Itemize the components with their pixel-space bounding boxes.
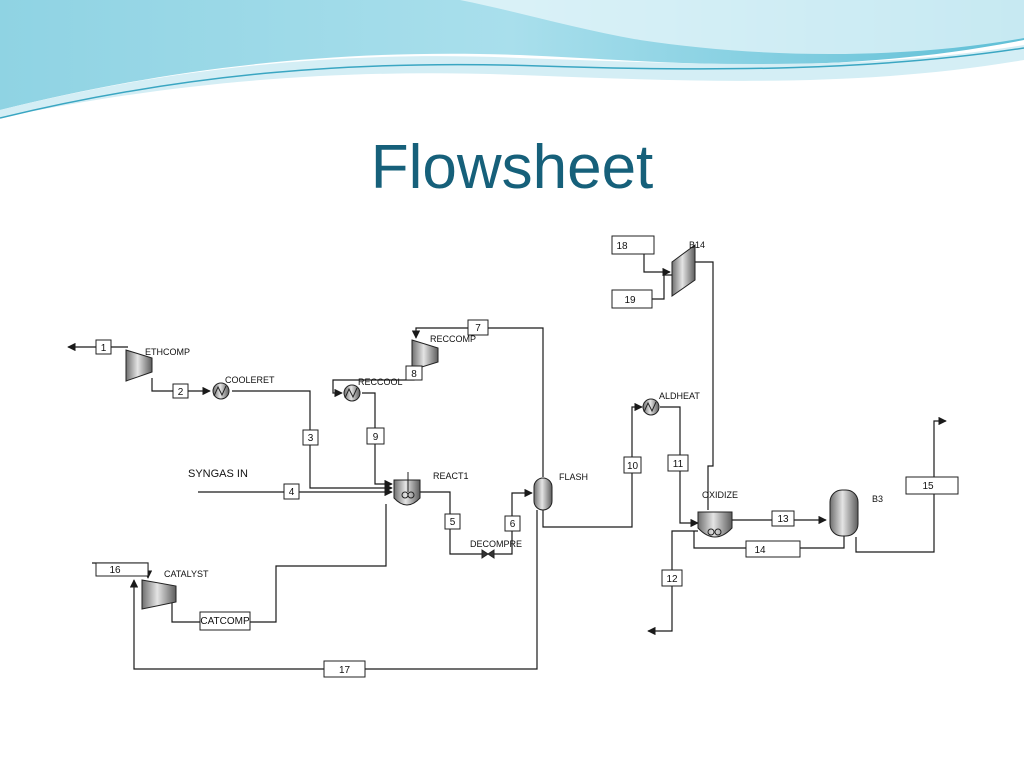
- stream-id-5: 5: [450, 517, 456, 528]
- stream-box-10[interactable]: 10: [623, 456, 642, 474]
- block-label-react1: REACT1: [433, 471, 469, 481]
- stream-box-16[interactable]: 16: [95, 562, 149, 577]
- stream-box-15[interactable]: 15: [905, 476, 959, 495]
- reccool-heat-exchanger-icon[interactable]: [343, 384, 361, 402]
- catcomp-block[interactable]: CATCOMP: [199, 611, 251, 631]
- stream-box-12[interactable]: 12: [661, 569, 683, 587]
- block-label-reccomp: RECCOMP: [430, 334, 476, 344]
- block-label-ethcomp: ETHCOMP: [145, 347, 190, 357]
- stream-id-1: 1: [101, 343, 107, 354]
- block-label-reccool: RECCOOL: [358, 377, 403, 387]
- block-label-b14: B14: [689, 240, 705, 250]
- stream-id-boxes: 1 2 3 4 5 6 7 8: [95, 235, 959, 678]
- cooleret-heat-exchanger-icon[interactable]: [212, 382, 230, 400]
- stream-id-11: 11: [673, 459, 684, 470]
- stream-box-1[interactable]: 1: [95, 339, 112, 355]
- stream-box-2[interactable]: 2: [172, 383, 189, 399]
- stream-box-4[interactable]: 4: [283, 483, 300, 500]
- b3-separator-icon[interactable]: [829, 489, 859, 537]
- wave-line: [0, 47, 1024, 119]
- stream-id-2: 2: [178, 387, 184, 398]
- stream-box-8[interactable]: 8: [405, 365, 423, 381]
- stream-box-11[interactable]: 11: [667, 454, 689, 472]
- block-label-b3: B3: [872, 494, 883, 504]
- slide-title: Flowsheet: [370, 133, 654, 202]
- stream-id-4: 4: [289, 487, 295, 498]
- block-label-cooleret: COOLERET: [225, 375, 275, 385]
- flash-drum-icon[interactable]: [533, 477, 553, 511]
- stream-id-18: 18: [616, 241, 628, 252]
- stream-box-19[interactable]: 19: [611, 289, 653, 309]
- stream-id-16: 16: [109, 565, 121, 576]
- stream-id-3: 3: [308, 433, 314, 444]
- wave-band-right: [460, 0, 1024, 54]
- decompre-valve-icon[interactable]: [481, 549, 495, 559]
- stream-box-14[interactable]: 14: [745, 540, 801, 558]
- feed-label-syngas: SYNGAS IN: [188, 468, 248, 480]
- stream-box-17[interactable]: 17: [323, 660, 366, 678]
- react1-reactor-icon[interactable]: [393, 472, 421, 506]
- stream-box-9[interactable]: 9: [366, 427, 385, 445]
- stream-id-10: 10: [627, 461, 639, 472]
- b14-compressor-icon[interactable]: [671, 244, 696, 297]
- wave-band-light: [0, 45, 1024, 118]
- oxidize-reactor-icon[interactable]: [697, 511, 733, 538]
- stream-line-15: [855, 416, 947, 553]
- stream-line-18: [643, 246, 671, 277]
- block-label-oxidize: OXIDIZE: [702, 490, 738, 500]
- stream-id-6: 6: [510, 519, 516, 530]
- stream-line-17: [129, 510, 538, 670]
- ethcomp-compressor-icon[interactable]: [125, 349, 153, 382]
- stream-box-18[interactable]: 18: [611, 235, 655, 255]
- stream-line-19: [652, 274, 672, 300]
- stream-line-b14-out: [695, 261, 714, 510]
- stream-id-12: 12: [666, 574, 678, 585]
- equipment: [125, 244, 859, 610]
- block-labels: ETHCOMP COOLERET RECCOMP RECCOOL REACT1 …: [145, 240, 883, 579]
- stream-line-2: [151, 378, 211, 396]
- block-label-decompre: DECOMPRE: [470, 539, 522, 549]
- stream-line-catcomp: [171, 504, 387, 623]
- block-label-aldheat: ALDHEAT: [659, 391, 700, 401]
- stream-box-7[interactable]: 7: [467, 319, 489, 336]
- block-label-flash: FLASH: [559, 472, 588, 482]
- block-label-catalyst: CATALYST: [164, 569, 209, 579]
- stream-id-7: 7: [475, 323, 481, 334]
- aldheat-heat-exchanger-icon[interactable]: [642, 398, 660, 416]
- stream-line-10: [542, 402, 643, 528]
- stream-id-13: 13: [777, 514, 789, 525]
- stream-id-17: 17: [339, 665, 351, 676]
- stream-box-3[interactable]: 3: [302, 429, 319, 446]
- stream-box-6[interactable]: 6: [504, 515, 521, 532]
- stream-id-8: 8: [411, 369, 417, 380]
- stream-id-19: 19: [624, 295, 636, 306]
- stream-lines: [67, 246, 947, 670]
- header-wave-decoration: [0, 0, 1024, 119]
- catalyst-compressor-icon[interactable]: [141, 579, 177, 610]
- stream-id-9: 9: [373, 432, 379, 443]
- block-label-catcomp: CATCOMP: [200, 616, 250, 627]
- reccomp-compressor-icon[interactable]: [411, 339, 439, 371]
- stream-id-15: 15: [922, 481, 934, 492]
- stream-box-13[interactable]: 13: [771, 510, 795, 527]
- stream-id-14: 14: [754, 545, 766, 556]
- stream-box-5[interactable]: 5: [444, 513, 461, 530]
